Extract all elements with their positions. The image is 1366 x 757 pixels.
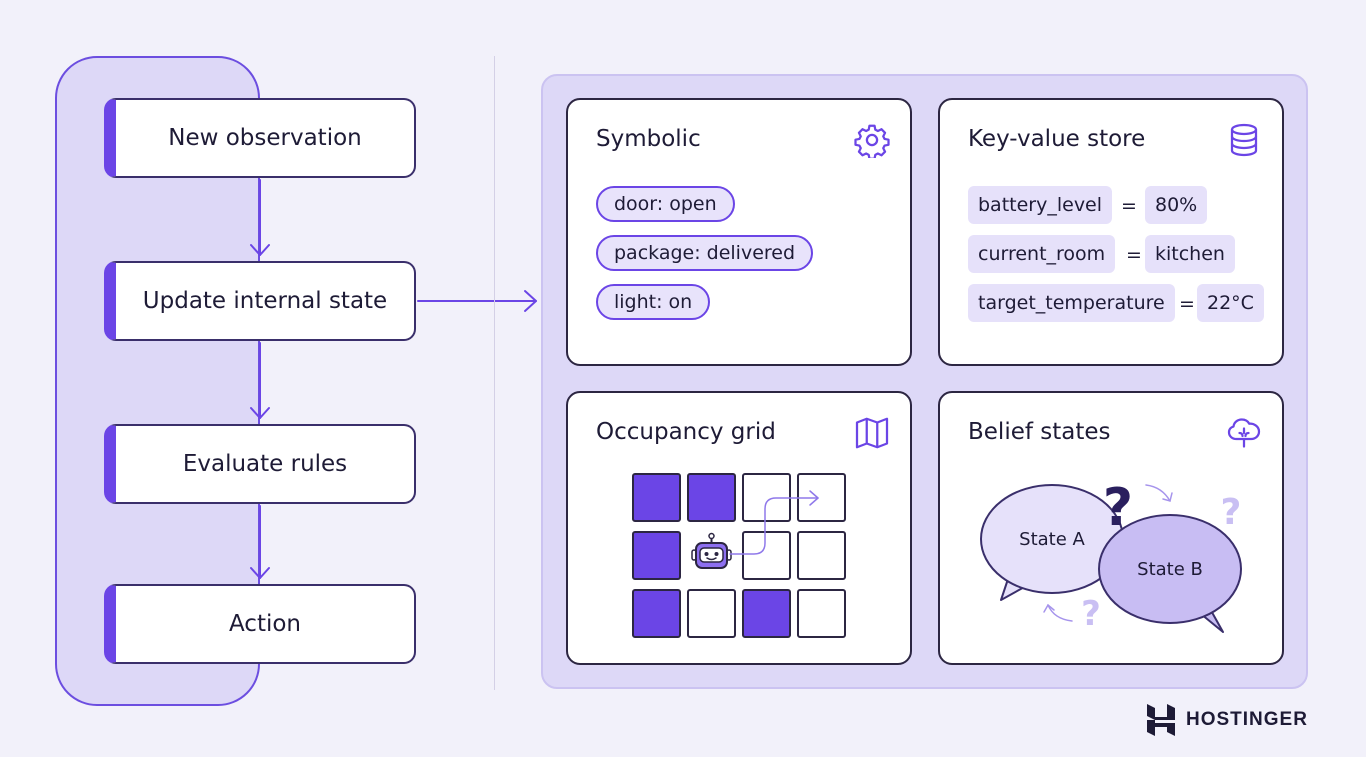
belief-bubbles: State A State B ? ? ? xyxy=(980,478,1242,634)
step-evaluate-rules: Evaluate rules xyxy=(104,424,416,504)
hostinger-logo-icon xyxy=(1147,704,1175,736)
occupancy-grid-card: Occupancy grid xyxy=(566,391,912,665)
free-cell xyxy=(742,473,791,522)
arrow-head-3 xyxy=(250,567,270,579)
map-icon xyxy=(855,417,889,449)
occupied-cell xyxy=(742,589,791,638)
kv-value: 80% xyxy=(1145,186,1208,224)
occupancy-grid xyxy=(632,473,846,639)
key-value-card: Key-value store battery_level = 80% curr… xyxy=(938,98,1284,366)
brand-name: HOSTINGER xyxy=(1186,709,1308,730)
belief-states-card: Belief states State A State B ? ? ? xyxy=(938,391,1284,665)
arrow-head-right xyxy=(524,290,537,312)
database-icon xyxy=(1230,123,1258,157)
symbolic-card: Symbolic door: open package: delivered l… xyxy=(566,98,912,366)
card-title: Belief states xyxy=(968,419,1111,445)
question-mark-icon: ? xyxy=(1081,594,1101,634)
question-mark-icon: ? xyxy=(1103,478,1133,538)
kv-key: target_temperature xyxy=(968,284,1175,322)
kv-key: current_room xyxy=(968,235,1116,273)
state-b-label: State B xyxy=(1137,559,1203,580)
kv-value: kitchen xyxy=(1145,235,1235,273)
step-label: Action xyxy=(228,611,302,637)
step-label: New observation xyxy=(168,125,362,151)
hostinger-logo: HOSTINGER xyxy=(1146,703,1308,737)
card-title: Symbolic xyxy=(596,126,701,152)
free-cell xyxy=(687,589,736,638)
kv-equals: = xyxy=(1121,195,1137,217)
question-mark-icon: ? xyxy=(1221,492,1242,533)
fact-pill: package: delivered xyxy=(596,235,814,271)
step-label: Evaluate rules xyxy=(182,451,348,477)
arrow-head-2 xyxy=(250,407,270,419)
kv-equals: = xyxy=(1126,244,1142,266)
step-update-internal-state: Update internal state xyxy=(104,261,416,341)
free-cell xyxy=(797,531,846,580)
curved-arrow-icon xyxy=(1047,604,1073,622)
card-title: Key-value store xyxy=(968,126,1146,152)
fact-pill: door: open xyxy=(596,186,735,222)
divider xyxy=(494,56,495,690)
step-new-observation: New observation xyxy=(104,98,416,178)
robot-cell xyxy=(687,531,736,580)
gear-icon xyxy=(854,124,890,158)
robot-icon xyxy=(691,532,732,569)
kv-equals: = xyxy=(1179,293,1195,315)
brain-icon xyxy=(1227,418,1261,448)
occupied-cell xyxy=(687,473,736,522)
kv-value: 22°C xyxy=(1197,284,1264,322)
free-cell xyxy=(742,531,791,580)
step-action: Action xyxy=(104,584,416,664)
robot-path xyxy=(729,490,819,555)
card-title: Occupancy grid xyxy=(596,419,776,445)
fact-pill: light: on xyxy=(596,284,711,320)
step-label: Update internal state xyxy=(142,288,388,314)
free-cell xyxy=(797,589,846,638)
state-b-bubble xyxy=(1098,514,1242,624)
kv-key: battery_level xyxy=(968,186,1113,224)
state-a-label: State A xyxy=(1019,529,1085,550)
curved-arrow-icon xyxy=(1145,484,1171,502)
arrow-head-1 xyxy=(250,244,270,256)
occupied-cell xyxy=(632,473,681,522)
occupied-cell xyxy=(632,589,681,638)
occupied-cell xyxy=(632,531,681,580)
